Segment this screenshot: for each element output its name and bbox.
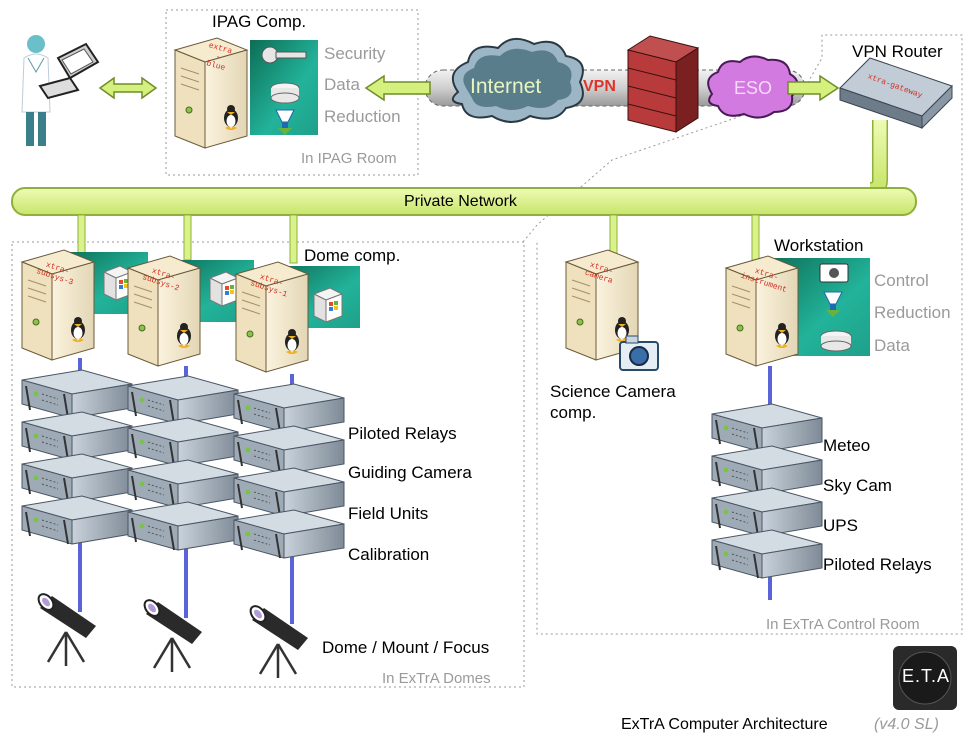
user-icon xyxy=(21,35,51,146)
rack-unit xyxy=(127,375,239,425)
firewall-icon xyxy=(626,35,700,133)
science-camera-label-1: Science Camera xyxy=(550,382,676,401)
telescope-icon xyxy=(140,595,204,674)
telescope-label: Dome / Mount / Focus xyxy=(322,638,490,657)
internet-cloud xyxy=(451,37,584,123)
reduction-icon xyxy=(275,109,295,135)
tunnel-ipag-arrow xyxy=(364,74,431,102)
ipag-room-label: In IPAG Room xyxy=(301,150,397,167)
camera-small-icon xyxy=(819,263,849,283)
camera-icon xyxy=(619,335,659,371)
bus-drop xyxy=(183,214,192,261)
device-label: Meteo xyxy=(823,436,871,455)
vpn-router-title: VPN Router xyxy=(852,42,943,61)
rack-unit xyxy=(233,383,345,433)
ipag-room-box xyxy=(165,9,419,176)
private-network-bus xyxy=(11,187,917,216)
rack-unit xyxy=(233,467,345,517)
device-label: Sky Cam xyxy=(823,476,892,495)
device-label: Piloted Relays xyxy=(348,424,457,443)
device-label: Piloted Relays xyxy=(823,555,932,574)
private-network-label: Private Network xyxy=(404,193,517,210)
eso-label: ESO xyxy=(734,78,773,98)
rack-unit xyxy=(21,495,133,545)
rack-unit xyxy=(127,501,239,551)
rack-unit xyxy=(711,529,823,579)
device-label: Guiding Camera xyxy=(348,463,472,482)
workstation-title: Workstation xyxy=(774,236,864,255)
device-label: Calibration xyxy=(348,545,430,564)
rack-unit xyxy=(233,509,345,559)
bus-drop xyxy=(751,214,760,261)
windows-box-icon xyxy=(209,271,239,307)
key-icon xyxy=(261,46,307,64)
ipag-role-security: Security xyxy=(324,44,386,63)
telescope-icon xyxy=(246,601,310,680)
user-ipag-arrow xyxy=(98,76,158,100)
rack-unit xyxy=(21,411,133,461)
logo-text: E.T.A xyxy=(901,666,950,686)
dome-room-box xyxy=(11,241,525,688)
science-camera-label-2: comp. xyxy=(550,403,597,422)
ipag-role-data: Data xyxy=(324,75,360,94)
device-label: Field Units xyxy=(348,504,429,523)
control-room-label: In ExTrA Control Room xyxy=(766,616,920,633)
internet-label: Internet xyxy=(470,75,542,98)
workstation-role-reduction: Reduction xyxy=(874,303,951,322)
rack-unit xyxy=(711,487,823,537)
ipag-title: IPAG Comp. xyxy=(212,12,307,31)
vpn-label: VPN xyxy=(583,78,616,95)
caption-main: ExTrA Computer Architecture xyxy=(621,716,828,733)
rack-unit xyxy=(127,459,239,509)
windows-box-icon xyxy=(313,287,343,323)
eso-router-arrow xyxy=(787,74,840,102)
device-label: UPS xyxy=(823,516,858,535)
ipag-role-reduction: Reduction xyxy=(324,107,401,126)
rack-unit xyxy=(21,453,133,503)
reduction-icon xyxy=(823,291,843,317)
database-icon xyxy=(270,82,300,104)
database-icon xyxy=(820,330,852,352)
caption-version: (v4.0 SL) xyxy=(874,716,939,733)
workstation-role-control: Control xyxy=(874,271,929,290)
telescope-icon xyxy=(34,589,98,668)
rack-unit xyxy=(711,403,823,453)
bus-drop xyxy=(77,214,86,254)
bus-drop xyxy=(289,214,298,264)
rack-unit xyxy=(21,369,133,419)
dome-title: Dome comp. xyxy=(304,246,401,265)
rack-unit xyxy=(711,445,823,495)
rack-unit xyxy=(127,417,239,467)
vpn-router-device xyxy=(839,57,953,130)
rack-unit xyxy=(233,425,345,475)
workstation-role-data: Data xyxy=(874,336,910,355)
dome-room-label: In ExTrA Domes xyxy=(382,670,491,687)
laptop-icon xyxy=(38,42,100,100)
